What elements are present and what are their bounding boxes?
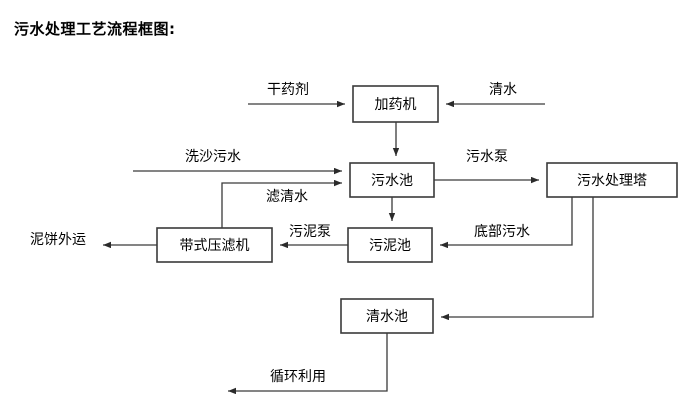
edge-label-mud-cake-out: 泥饼外运 [30, 232, 86, 248]
edge-wastewater-pump-to-treatment-tower: 污水泵 [434, 149, 539, 184]
node-label-clear-water-pool: 清水池 [366, 309, 408, 325]
node-belt-filter-press[interactable]: 带式压滤机 [156, 227, 273, 263]
edge-clean-water-to-dosing-machine: 清水 [446, 82, 545, 108]
edge-filtered-water-to-wastewater-pool: 滤清水 [221, 179, 342, 228]
node-label-belt-filter-press: 带式压滤机 [180, 238, 250, 254]
node-label-treatment-tower: 污水处理塔 [577, 173, 647, 189]
edge-bottom-wastewater-to-sludge-pool: 底部污水 [440, 197, 573, 249]
edge-sand-wash-water-to-wastewater-pool: 洗沙污水 [133, 149, 342, 175]
node-label-wastewater-pool: 污水池 [371, 173, 413, 189]
edge-recycle-reuse-from-clear-water-pool: 循环利用 [228, 333, 388, 395]
edge-label-dry-chemical: 干药剂 [267, 82, 309, 98]
edge-label-sludge-pump: 污泥泵 [289, 224, 331, 240]
edge-label-wastewater-pump: 污水泵 [466, 149, 508, 165]
node-dosing-machine[interactable]: 加药机 [352, 85, 439, 123]
edge-treatment-tower-to-clear-water-pool [441, 197, 594, 321]
edge-belt-filter-press-to-mud-cake-out: 泥饼外运 [30, 232, 157, 249]
node-label-sludge-pool: 污泥池 [369, 238, 411, 254]
edge-label-sand-wash-water: 洗沙污水 [185, 149, 241, 165]
node-wastewater-pool[interactable]: 污水池 [349, 162, 435, 198]
edge-dry-chemical-to-dosing-machine: 干药剂 [248, 82, 345, 108]
edge-label-recycle-reuse: 循环利用 [270, 369, 326, 385]
node-sludge-pool[interactable]: 污泥池 [347, 227, 433, 263]
edge-label-filtered-water: 滤清水 [266, 189, 308, 205]
edge-label-bottom-wastewater: 底部污水 [474, 224, 530, 240]
node-treatment-tower[interactable]: 污水处理塔 [546, 162, 678, 198]
edge-sludge-pump-to-belt-filter-press: 污泥泵 [280, 224, 348, 249]
node-label-dosing-machine: 加药机 [375, 97, 417, 113]
page-title: 污水处理工艺流程框图: [14, 20, 176, 38]
edge-label-clean-water: 清水 [489, 82, 517, 98]
node-clear-water-pool[interactable]: 清水池 [340, 298, 434, 334]
